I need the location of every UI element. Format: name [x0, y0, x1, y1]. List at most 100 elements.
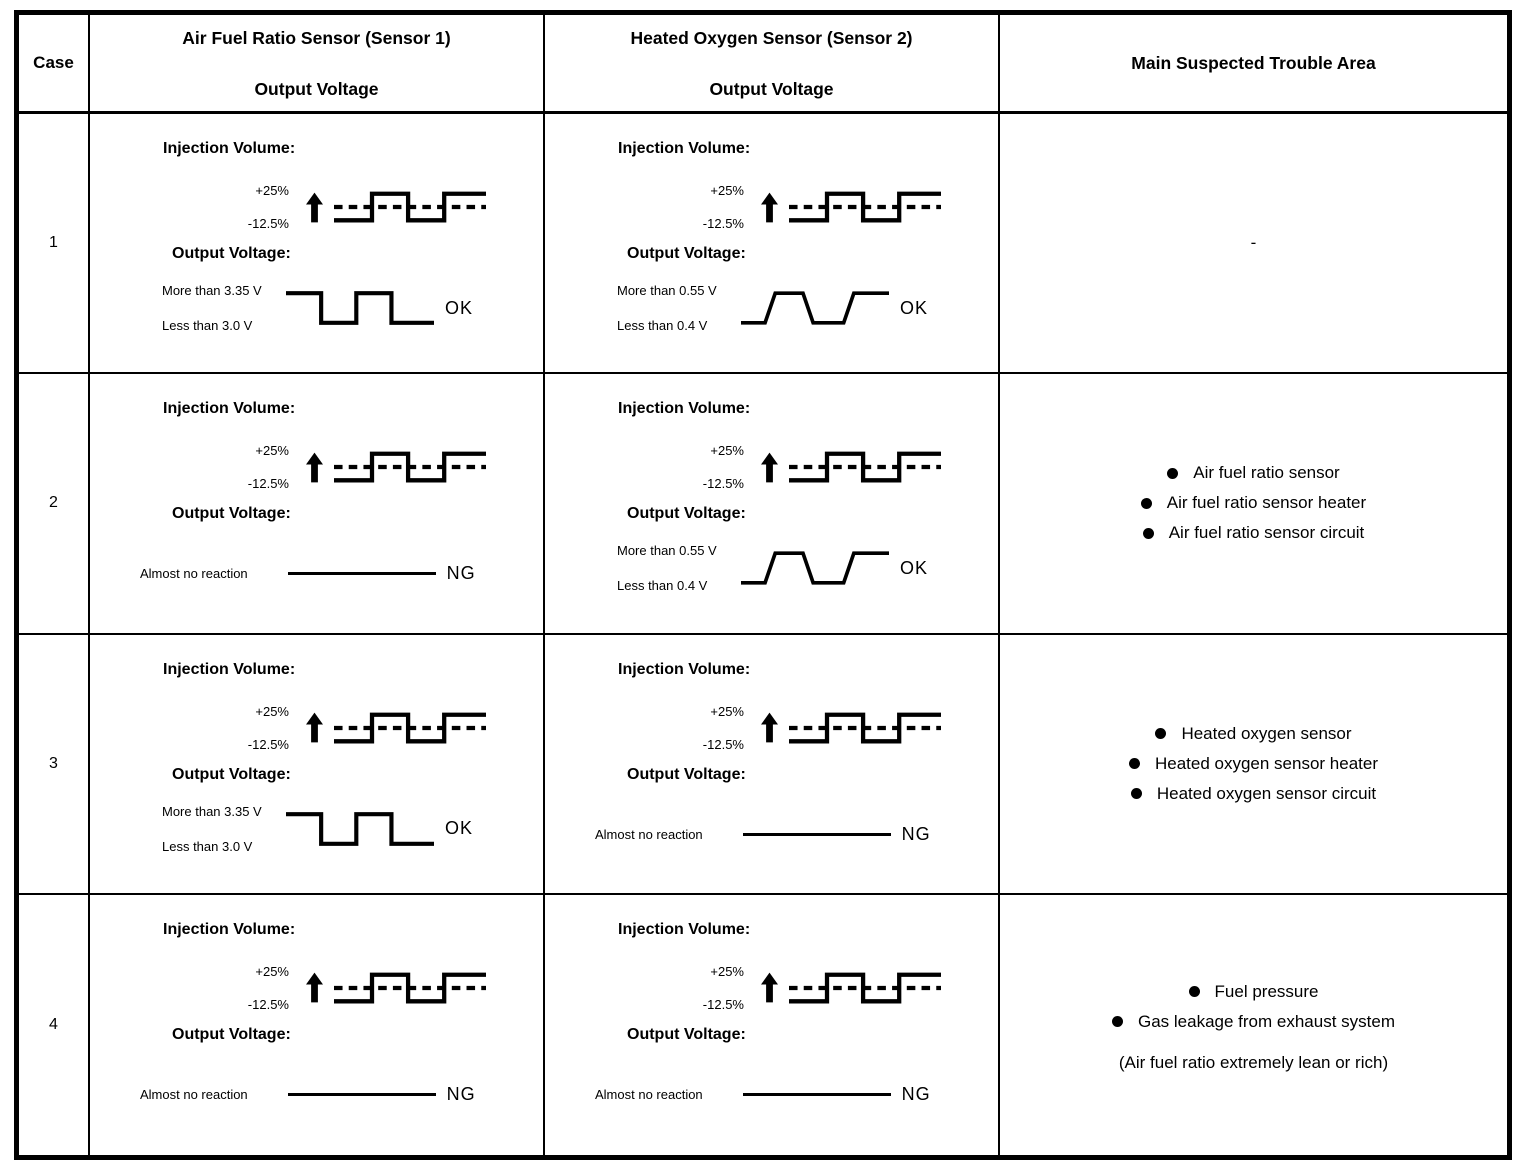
injection-axis-labels: +25% -12.5% — [193, 443, 289, 491]
case-2-sensor-2-cell: Injection Volume: +25% -12.5% Output Vol… — [545, 374, 1000, 635]
injection-axis-labels: +25% -12.5% — [648, 443, 744, 491]
header-trouble-label: Main Suspected Trouble Area — [1131, 52, 1376, 73]
output-waveform-square — [286, 287, 434, 329]
up-arrow-icon — [306, 970, 323, 1005]
trouble-item-text: Air fuel ratio sensor — [1193, 463, 1340, 483]
voltage-axis-labels: More than 0.55 V Less than 0.4 V — [617, 283, 741, 333]
output-voltage-diagram: More than 0.55 V Less than 0.4 V OK — [617, 539, 998, 597]
case-4-cell: 4 — [19, 894, 90, 1155]
injection-axis-labels: +25% -12.5% — [648, 704, 744, 752]
minus-12-label: -12.5% — [247, 476, 289, 492]
case-1-number: 1 — [49, 234, 58, 252]
up-arrow-icon — [306, 450, 323, 485]
output-voltage-title: Output Voltage: — [627, 1025, 746, 1043]
more-than-label: More than 3.35 V — [162, 283, 262, 298]
injection-waveform — [789, 965, 941, 1011]
output-voltage-diagram: More than 0.55 V Less than 0.4 V OK — [617, 279, 998, 337]
no-reaction-label: Almost no reaction — [140, 566, 248, 582]
injection-volume-title: Injection Volume: — [163, 140, 296, 157]
more-than-label: More than 0.55 V — [617, 543, 717, 559]
trouble-item: Gas leakage from exhaust system — [1111, 1012, 1395, 1032]
injection-volume-title: Injection Volume: — [163, 920, 296, 938]
flat-line — [287, 1092, 436, 1096]
header-case-label: Case — [33, 53, 74, 72]
trouble-item: Air fuel ratio sensor circuit — [1142, 523, 1364, 543]
case-1-trouble-cell: - — [1000, 114, 1507, 375]
result-label: OK — [900, 557, 929, 578]
header-sensor1-line1: Air Fuel Ratio Sensor (Sensor 1) — [182, 28, 451, 48]
case-4-sensor-1-cell: Injection Volume: +25% -12.5% Output Vol… — [90, 894, 545, 1155]
plus-25-label: +25% — [255, 703, 289, 719]
bullet-icon — [1140, 497, 1152, 509]
minus-12-label: -12.5% — [702, 736, 744, 752]
bullet-icon — [1128, 758, 1140, 770]
no-reaction-label: Almost no reaction — [595, 826, 703, 842]
bullet-icon — [1155, 728, 1167, 740]
case-2-sensor-1-cell: Injection Volume: +25% -12.5% Output Vol… — [90, 374, 545, 635]
case-4-trouble-cell: Fuel pressure Gas leakage from exhaust s… — [1000, 895, 1507, 1155]
header-trouble-area: Main Suspected Trouble Area — [1000, 15, 1507, 114]
bullet-icon — [1111, 1016, 1123, 1028]
up-arrow-icon — [306, 710, 323, 745]
bullet-icon — [1142, 527, 1154, 539]
up-arrow-icon — [761, 450, 778, 485]
injection-waveform — [789, 184, 941, 230]
injection-waveform — [334, 965, 486, 1011]
minus-12-label: -12.5% — [702, 476, 744, 492]
injection-volume-title: Injection Volume: — [618, 660, 751, 678]
case-4-sensor-2-cell: Injection Volume: +25% -12.5% Output Vol… — [545, 894, 1000, 1155]
output-voltage-title: Output Voltage: — [627, 505, 746, 523]
flat-line — [287, 572, 436, 576]
output-voltage-title: Output Voltage: — [627, 245, 746, 262]
trouble-item-text: Fuel pressure — [1214, 981, 1319, 1001]
injection-axis-labels: +25% -12.5% — [193, 704, 289, 752]
more-than-label: More than 3.35 V — [162, 803, 262, 819]
less-than-label: Less than 0.4 V — [617, 578, 708, 594]
case-1-sensor-2-cell: Injection Volume: +25% -12.5% Output Vol… — [545, 114, 1000, 375]
result-label: NG — [901, 823, 931, 844]
header-sensor1-line2: Output Voltage — [254, 79, 379, 99]
injection-waveform — [789, 444, 941, 490]
injection-waveform — [334, 705, 486, 751]
result-label: OK — [445, 297, 474, 318]
case-3-sensor-2-cell: Injection Volume: +25% -12.5% Output Vol… — [545, 634, 1000, 895]
voltage-axis-labels: More than 0.55 V Less than 0.4 V — [617, 543, 741, 593]
injection-volume-title: Injection Volume: — [163, 400, 296, 418]
header-sensor2: Heated Oxygen Sensor (Sensor 2) Output V… — [545, 15, 1000, 114]
up-arrow-icon — [761, 970, 778, 1005]
no-reaction-diagram: Almost no reaction NG — [595, 824, 998, 845]
plus-25-label: +25% — [255, 183, 289, 198]
plus-25-label: +25% — [255, 443, 289, 459]
minus-12-label: -12.5% — [247, 216, 289, 231]
injection-volume-title: Injection Volume: — [618, 920, 751, 938]
up-arrow-icon — [306, 190, 323, 225]
result-label: OK — [900, 297, 929, 318]
injection-axis-labels: +25% -12.5% — [648, 183, 744, 231]
bullet-icon — [1130, 788, 1142, 800]
plus-25-label: +25% — [710, 703, 744, 719]
injection-volume-diagram: +25% -12.5% — [648, 701, 998, 755]
trouble-item-text: Heated oxygen sensor circuit — [1156, 783, 1377, 803]
no-reaction-diagram: Almost no reaction NG — [140, 563, 543, 584]
injection-volume-diagram: +25% -12.5% — [193, 440, 543, 494]
no-reaction-diagram: Almost no reaction NG — [595, 1084, 998, 1105]
trouble-item: Heated oxygen sensor — [1155, 724, 1352, 744]
injection-volume-title: Injection Volume: — [618, 140, 751, 157]
injection-volume-diagram: +25% -12.5% — [193, 961, 543, 1015]
case-2-number: 2 — [49, 494, 58, 512]
injection-axis-labels: +25% -12.5% — [193, 183, 289, 231]
case-3-sensor-1-cell: Injection Volume: +25% -12.5% Output Vol… — [90, 634, 545, 895]
header-sensor2-line1: Heated Oxygen Sensor (Sensor 2) — [630, 28, 913, 48]
injection-volume-diagram: +25% -12.5% — [648, 440, 998, 494]
injection-axis-labels: +25% -12.5% — [193, 964, 289, 1012]
output-waveform-trapezoid — [741, 287, 889, 329]
injection-volume-diagram: +25% -12.5% — [648, 180, 998, 234]
case-3-cell: 3 — [19, 634, 90, 895]
less-than-label: Less than 3.0 V — [162, 838, 253, 854]
plus-25-label: +25% — [255, 963, 289, 979]
output-voltage-diagram: More than 3.35 V Less than 3.0 V OK — [162, 800, 543, 858]
case-2-trouble-cell: Air fuel ratio sensor Air fuel ratio sen… — [1000, 374, 1507, 635]
output-voltage-title: Output Voltage: — [172, 505, 291, 523]
voltage-axis-labels: More than 3.35 V Less than 3.0 V — [162, 804, 286, 854]
output-voltage-title: Output Voltage: — [172, 245, 291, 262]
